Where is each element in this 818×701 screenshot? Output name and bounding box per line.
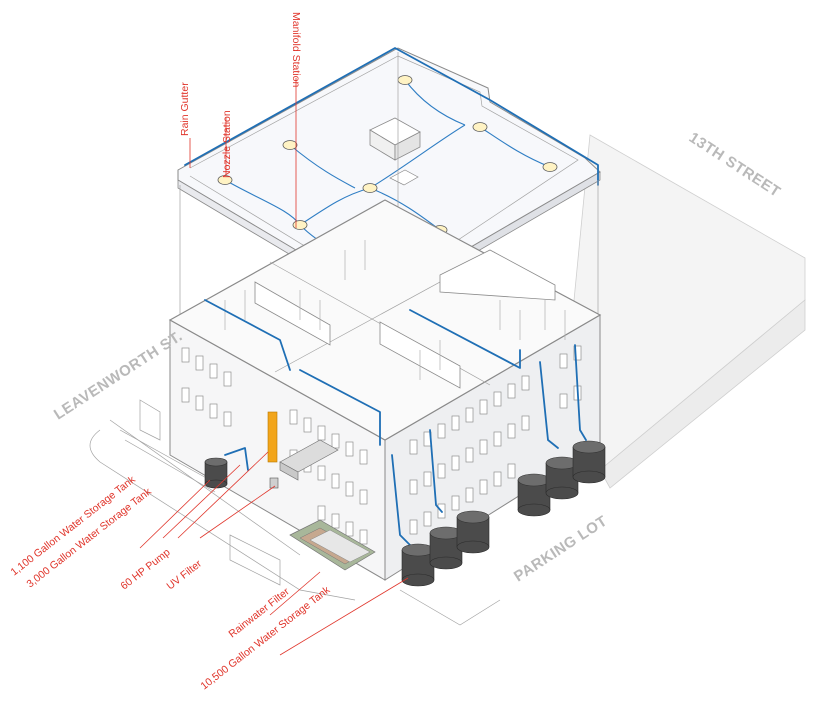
nozzle-station-icon bbox=[397, 75, 413, 85]
nozzle-station-icon bbox=[282, 140, 298, 150]
callout-leaders bbox=[139, 78, 409, 656]
storage-tank-icon bbox=[456, 510, 490, 554]
nozzle-station-icon bbox=[217, 175, 233, 185]
street-label-leavenworth: LEAVENWORTH ST. bbox=[51, 328, 186, 424]
label-manifold-station: Manifold Station bbox=[290, 12, 302, 87]
label-nozzle-station: Nozzle Station bbox=[221, 110, 233, 178]
main-building bbox=[168, 199, 602, 581]
windows-right-facade bbox=[409, 345, 582, 535]
building-piping bbox=[204, 299, 587, 546]
label-rain-gutter: Rain Gutter bbox=[179, 82, 191, 136]
nozzle-station-icon bbox=[292, 220, 308, 230]
ground-outline bbox=[89, 399, 501, 626]
storage-tank-icon bbox=[429, 526, 463, 570]
street-label-parking-lot: PARKING LOT bbox=[511, 512, 611, 585]
storage-tanks bbox=[204, 440, 606, 587]
uv-filter-unit bbox=[269, 439, 339, 489]
storage-tank-icon bbox=[517, 473, 551, 517]
pump-icon bbox=[267, 411, 278, 463]
rainwater-filter-area bbox=[289, 519, 376, 571]
storage-tank-icon bbox=[572, 440, 606, 484]
windows-left-facade bbox=[181, 347, 368, 545]
label-uv-filter: UV Filter bbox=[164, 557, 204, 592]
label-pump: 60 HP Pump bbox=[118, 546, 172, 592]
nozzle-station-icon bbox=[362, 183, 378, 193]
nozzle-station-icon bbox=[542, 162, 558, 172]
roof-piping bbox=[184, 47, 599, 269]
storage-tank-icon bbox=[545, 456, 579, 500]
label-tank-1100: 1,100 Gallon Water Storage Tank bbox=[8, 473, 138, 578]
street-label-13th: 13TH STREET bbox=[686, 129, 784, 201]
storage-tank-icon bbox=[204, 457, 228, 489]
storage-tank-icon bbox=[401, 543, 435, 587]
nozzle-station-icon bbox=[472, 122, 488, 132]
